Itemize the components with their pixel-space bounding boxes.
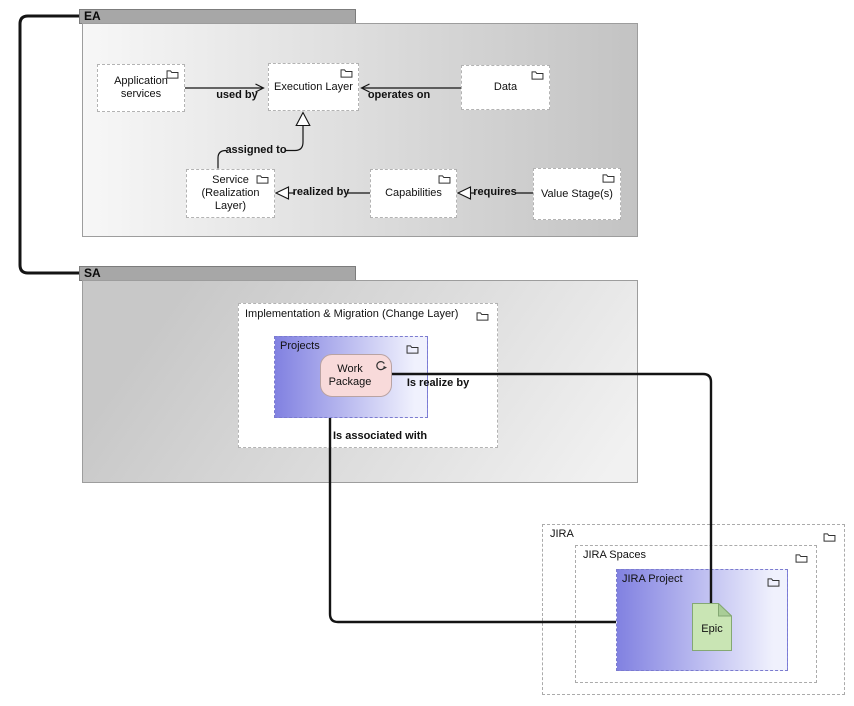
folder-icon xyxy=(602,173,615,187)
folder-icon xyxy=(476,308,489,326)
folder-icon xyxy=(406,341,419,359)
circular-arrow-icon xyxy=(373,360,387,376)
folder-icon xyxy=(795,550,808,568)
relation-label-is-realize-by: Is realize by xyxy=(406,377,470,389)
relation-label-realized-by: realized by xyxy=(292,186,350,198)
node-service-realization-layer-label: Service (Realization Layer) xyxy=(201,174,260,212)
container-implementation-migration-label: Implementation & Migration (Change Layer… xyxy=(245,308,459,320)
ea-package-tab[interactable]: EA xyxy=(79,9,356,24)
folder-icon xyxy=(438,174,451,188)
document-note-icon xyxy=(692,602,733,651)
container-jira-label: JIRA xyxy=(550,528,574,540)
node-work-package-label: Work Package xyxy=(328,362,372,388)
folder-icon xyxy=(823,529,836,547)
node-application-services-label: Application services xyxy=(114,75,168,100)
folder-icon xyxy=(340,68,353,82)
relation-label-requires: requires xyxy=(473,186,517,198)
container-jira-spaces-label: JIRA Spaces xyxy=(583,549,646,561)
relation-label-operates-on: operates on xyxy=(367,89,431,101)
node-execution-layer[interactable]: Execution Layer xyxy=(268,63,359,111)
node-capabilities[interactable]: Capabilities xyxy=(370,169,457,218)
relation-label-assigned-to: assigned to xyxy=(225,144,287,156)
relation-label-used-by: used by xyxy=(216,89,258,101)
node-value-stages[interactable]: Value Stage(s) xyxy=(533,168,621,220)
container-projects-label: Projects xyxy=(280,340,320,352)
node-capabilities-label: Capabilities xyxy=(385,187,442,200)
node-epic[interactable]: Epic xyxy=(692,602,733,651)
folder-icon xyxy=(767,574,780,592)
node-data-label: Data xyxy=(493,81,518,94)
node-service-realization-layer[interactable]: Service (Realization Layer) xyxy=(186,169,275,218)
container-jira-project-label: JIRA Project xyxy=(622,573,683,585)
node-application-services[interactable]: Application services xyxy=(97,64,185,112)
node-value-stages-label: Value Stage(s) xyxy=(541,187,613,200)
relation-label-is-associated-with: Is associated with xyxy=(333,430,428,442)
sa-package-label: SA xyxy=(84,266,101,280)
node-work-package[interactable]: Work Package xyxy=(320,354,392,397)
connector-ea-sa[interactable] xyxy=(18,14,79,275)
ea-package-label: EA xyxy=(84,9,101,23)
node-execution-layer-label: Execution Layer xyxy=(274,80,353,93)
node-epic-label: Epic xyxy=(701,623,723,635)
folder-icon xyxy=(531,70,544,84)
folder-icon xyxy=(256,174,269,188)
folder-icon xyxy=(166,69,179,83)
sa-package-tab[interactable]: SA xyxy=(79,266,356,281)
node-data[interactable]: Data xyxy=(461,65,550,110)
